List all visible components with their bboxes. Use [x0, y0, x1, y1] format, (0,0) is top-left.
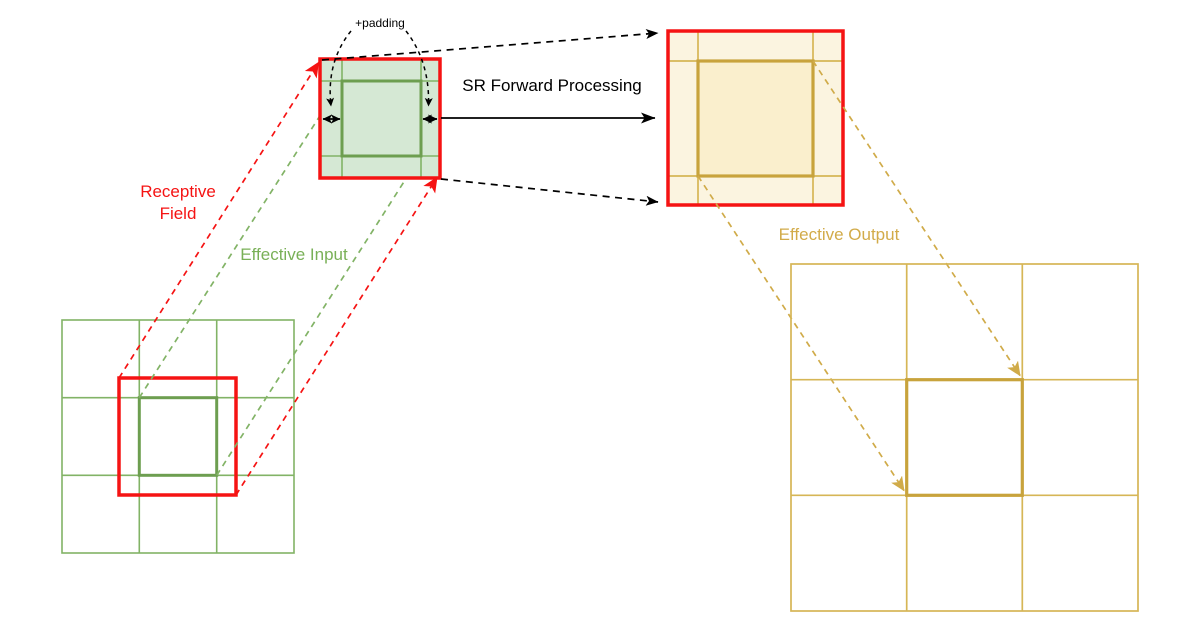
effective-input-cell [137, 396, 219, 477]
effective-output-label: Effective Output [779, 225, 900, 244]
output-patch [666, 29, 845, 207]
receptive-field-label-line1: Receptive [140, 182, 216, 201]
receptive-field-projection-top [118, 61, 320, 379]
input-image-grid [61, 319, 295, 554]
output-patch-inner-fill [698, 61, 813, 176]
input-patch-inner-square [340, 79, 423, 158]
patch-mapping-dashed-top [321, 28, 659, 61]
receptive-field-label: Receptive Field [140, 182, 216, 223]
effective-input-projection-bottom [215, 158, 420, 476]
input-patch [318, 57, 442, 180]
output-grid-lines [791, 264, 1138, 611]
input-grid-lines [62, 320, 294, 553]
output-patch-red-frame [666, 29, 845, 207]
effective-input-label: Effective Input [240, 245, 348, 264]
patch-mapping-dashed-bottom [440, 178, 659, 206]
output-grid-background [790, 263, 1139, 612]
padding-label: +padding [355, 16, 405, 30]
input-grid-background [61, 319, 295, 554]
effective-input-projection-top [138, 83, 341, 399]
receptive-field-box [117, 376, 238, 497]
output-image-grid [790, 263, 1139, 612]
input-patch-red-frame [318, 57, 442, 180]
receptive-field-projection-bottom [235, 176, 438, 496]
effective-output-cell [905, 378, 1024, 497]
effective-output-projection-right [812, 60, 1021, 377]
receptive-field-label-line2: Field [160, 204, 197, 223]
output-patch-inner-square [696, 59, 815, 178]
effective-output-projection-left [697, 175, 905, 492]
sr-forward-label: SR Forward Processing [462, 76, 642, 95]
